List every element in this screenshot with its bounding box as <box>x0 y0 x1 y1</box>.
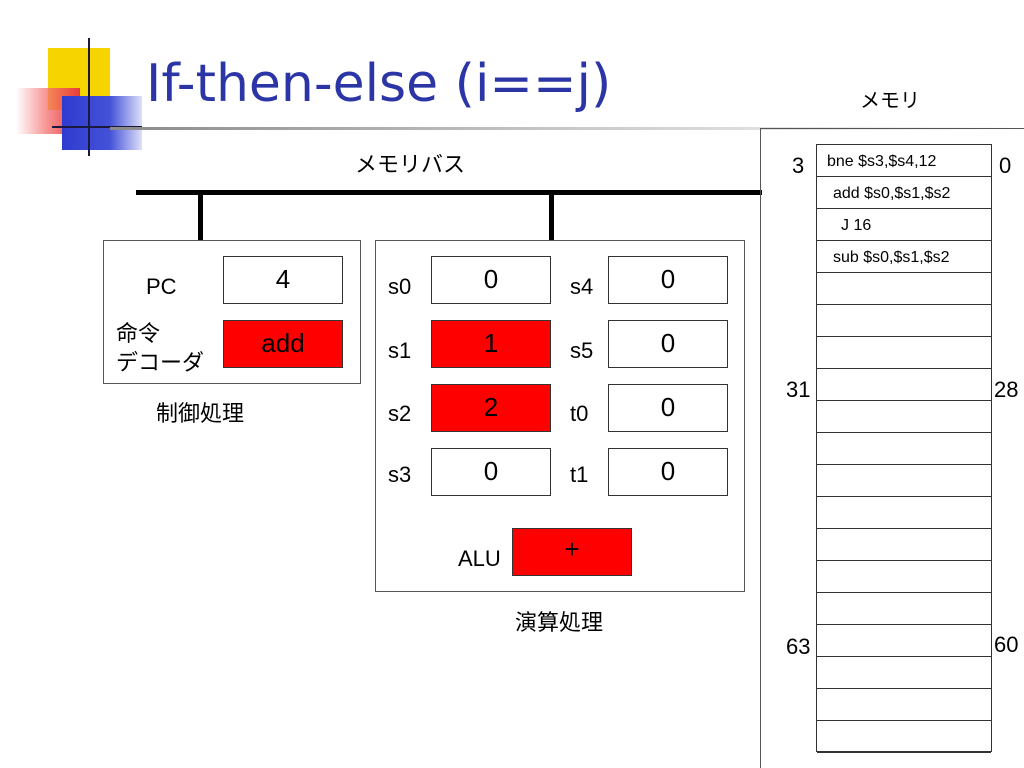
memory-cell <box>817 721 991 753</box>
pc-label: PC <box>146 274 177 299</box>
memory-column: bne $s3,$s4,12 add $s0,$s1,$s2 J 16 sub $s0… <box>816 144 992 753</box>
title-decoration-hline <box>52 126 142 128</box>
memory-frame <box>760 128 1024 768</box>
memory-cell <box>817 337 991 369</box>
register-label-s4: s4 <box>570 274 594 299</box>
memory-cell-content: J 16 <box>841 217 872 234</box>
memory-cell-content: add $s0,$s1,$s2 <box>833 185 951 202</box>
memory-cell <box>817 273 991 305</box>
memory-address-right-mid: 28 <box>994 377 1019 402</box>
register-label-s0: s0 <box>388 274 412 299</box>
memory-cell <box>817 305 991 337</box>
memory-address-right-bottom: 60 <box>994 632 1019 657</box>
title-decoration-vline <box>88 38 90 156</box>
title-underline <box>110 127 1024 130</box>
register-s4: 0 <box>608 256 728 304</box>
memory-cell <box>817 401 991 433</box>
control-caption: 制御処理 <box>156 401 245 426</box>
instruction-decoder: add <box>223 320 343 368</box>
register-s1: 1 <box>431 320 551 368</box>
memory-cell <box>817 625 991 657</box>
register-s5: 0 <box>608 320 728 368</box>
memory-cell <box>817 657 991 689</box>
register-label-s5: s5 <box>570 338 594 363</box>
memory-address-right-top: 0 <box>999 153 1012 178</box>
memory-cell-content: sub $s0,$s1,$s2 <box>833 249 950 266</box>
memory-cell <box>817 561 991 593</box>
register-label-t0: t0 <box>570 401 589 426</box>
alu-operation: + <box>512 528 632 576</box>
pc-register: 4 <box>223 256 343 304</box>
bus-drop-control <box>198 193 203 241</box>
register-s2: 2 <box>431 384 551 432</box>
memory-cell: sub $s0,$s1,$s2 <box>817 241 991 273</box>
register-t1: 0 <box>608 448 728 496</box>
bus-drop-alu <box>549 193 554 241</box>
memory-cell <box>817 465 991 497</box>
memory-bus-label: メモリバス <box>355 152 466 177</box>
register-label-t1: t1 <box>570 462 589 487</box>
memory-cell <box>817 593 991 625</box>
register-label-s3: s3 <box>388 462 412 487</box>
decoder-label-line2: デコーダ <box>116 350 205 375</box>
alu-label: ALU <box>458 546 501 571</box>
register-t0: 0 <box>608 384 728 432</box>
register-label-s2: s2 <box>388 401 412 426</box>
alu-caption: 演算処理 <box>515 610 604 635</box>
memory-address-left-bottom: 63 <box>786 634 811 659</box>
memory-cell <box>817 497 991 529</box>
register-label-s1: s1 <box>388 338 412 363</box>
memory-cell <box>817 433 991 465</box>
register-s3: 0 <box>431 448 551 496</box>
memory-cell: add $s0,$s1,$s2 <box>817 177 991 209</box>
memory-cell <box>817 529 991 561</box>
memory-cell: J 16 <box>817 209 991 241</box>
slide-title: If-then-else (i==j) <box>146 54 612 114</box>
memory-cell-content: bne $s3,$s4,12 <box>827 153 937 170</box>
memory-title: メモリ <box>860 90 920 112</box>
memory-bus-line <box>136 190 762 195</box>
memory-cell: bne $s3,$s4,12 <box>817 145 991 177</box>
memory-address-left-top: 3 <box>792 153 805 178</box>
memory-cell <box>817 689 991 721</box>
title-decoration-blue <box>62 96 142 150</box>
memory-cell <box>817 369 991 401</box>
register-s0: 0 <box>431 256 551 304</box>
memory-address-left-mid: 31 <box>786 377 811 402</box>
decoder-label-line1: 命令 <box>116 321 161 346</box>
